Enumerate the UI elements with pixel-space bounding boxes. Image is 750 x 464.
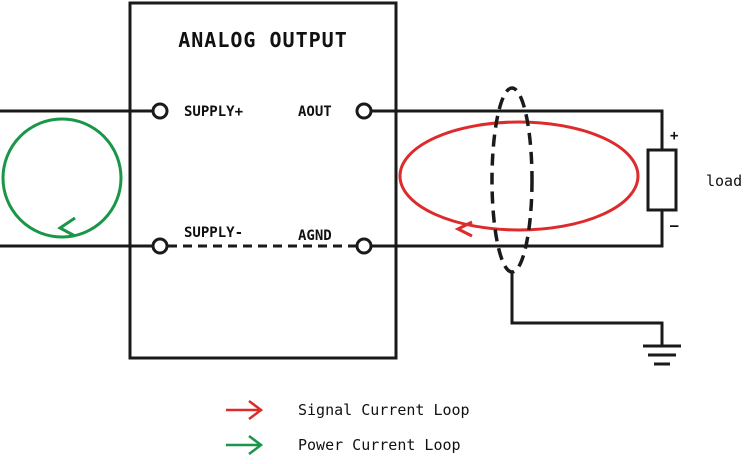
terminal-supply-plus <box>151 102 169 120</box>
load-resistor-icon <box>646 148 678 212</box>
legend-signal-label: Signal Current Loop <box>298 401 470 419</box>
aout-wire <box>371 109 664 150</box>
load-plus-sign: + <box>670 128 678 144</box>
load-label: load <box>706 172 742 190</box>
ground-icon <box>643 344 681 366</box>
load-minus-sign: – <box>670 218 679 234</box>
pin-label-supply-minus: SUPPLY- <box>184 225 243 241</box>
legend-power-arrow-icon <box>226 435 264 455</box>
power-current-loop <box>1 117 123 239</box>
module-title: ANALOG OUTPUT <box>178 28 348 52</box>
terminal-supply-minus <box>151 237 169 255</box>
legend-signal-item: Signal Current Loop <box>226 400 470 420</box>
legend-signal-arrow-icon <box>226 400 264 420</box>
pin-label-agnd: AGND <box>298 228 332 244</box>
analog-output-module-box <box>128 1 398 360</box>
pin-label-aout: AOUT <box>298 104 332 120</box>
agnd-wire <box>371 210 664 248</box>
signal-current-loop <box>398 120 640 238</box>
pin-label-supply-plus: SUPPLY+ <box>184 104 243 120</box>
legend-power-label: Power Current Loop <box>298 436 461 454</box>
terminal-aout <box>355 102 373 120</box>
terminal-agnd <box>355 237 373 255</box>
cable-shield <box>490 86 534 274</box>
legend-power-item: Power Current Loop <box>226 435 461 455</box>
shield-ground-wire <box>510 272 664 345</box>
